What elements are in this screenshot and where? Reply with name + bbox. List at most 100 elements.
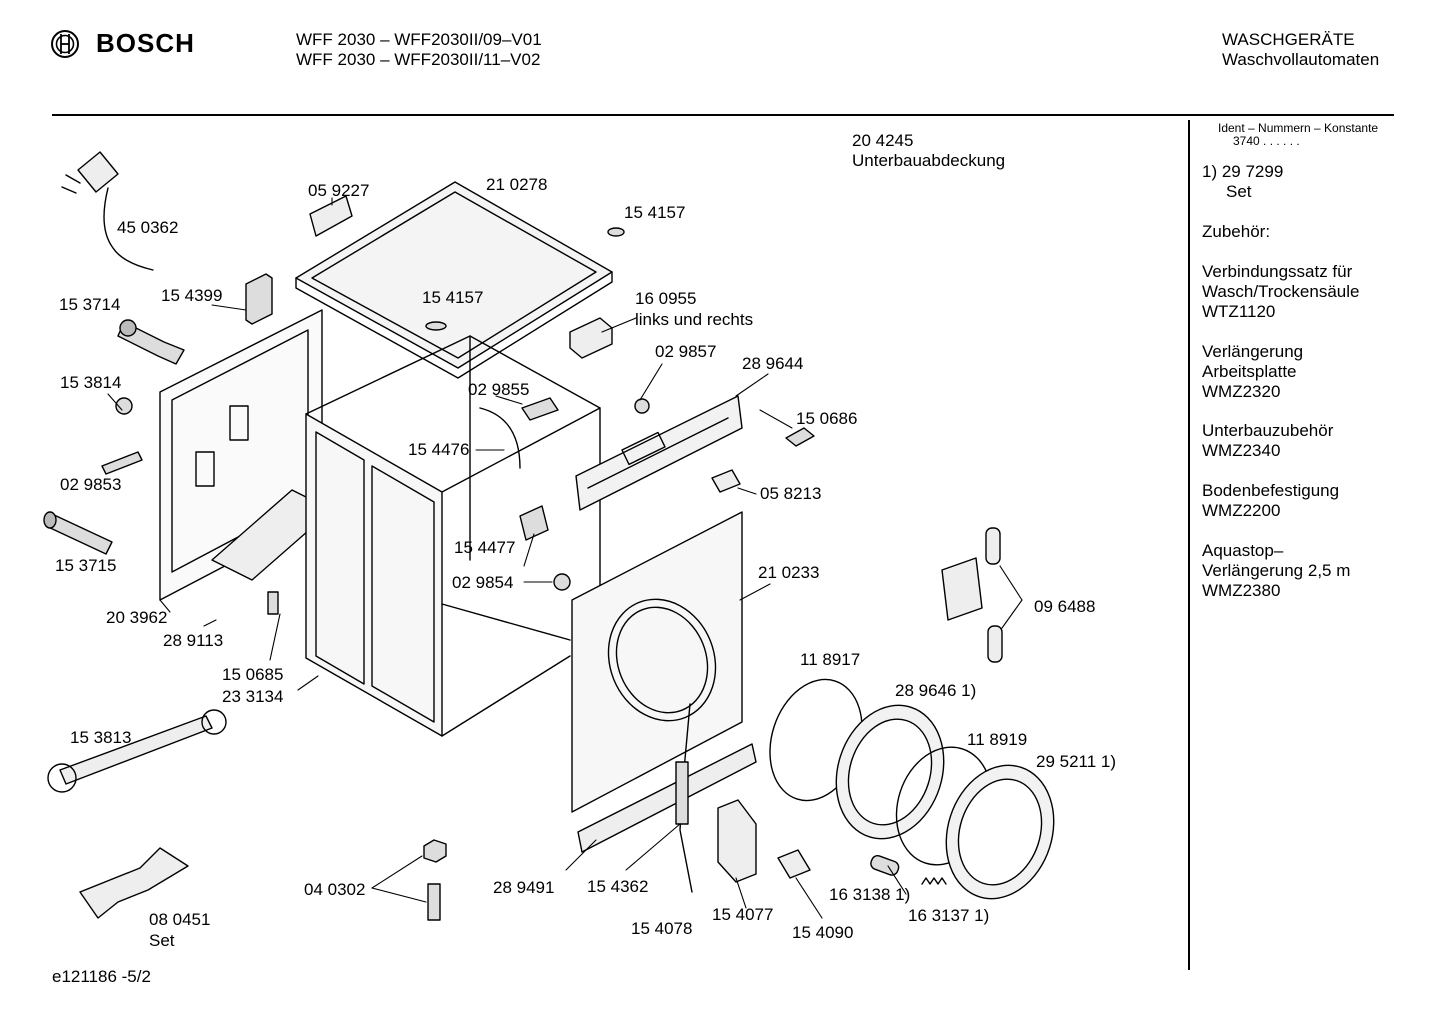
top-cover-icon xyxy=(296,182,612,378)
accessory-line: Aquastop– xyxy=(1202,541,1284,560)
part-label-059227: 05 9227 xyxy=(308,181,370,200)
set-reference: 1) 29 7299 Set xyxy=(1202,162,1283,202)
part-label-118919: 11 8919 xyxy=(967,730,1028,749)
sensor-icon xyxy=(268,592,278,614)
part-label-154078: 15 4078 xyxy=(631,919,693,938)
part-label-029853: 02 9853 xyxy=(60,475,122,494)
part-label-450362: 45 0362 xyxy=(117,218,179,237)
accessory-line: WTZ1120 xyxy=(1202,302,1276,321)
bracket-icon xyxy=(570,318,612,358)
bracket-icon xyxy=(522,398,558,420)
accessory-line: Verbindungssatz für xyxy=(1202,262,1353,281)
accessory-item: Verbindungssatz für Wasch/Trockensäule W… xyxy=(1202,262,1359,322)
accessory-line: Unterbauzubehör xyxy=(1202,421,1334,440)
model-line: WFF 2030 – WFF2030II/09–V01 xyxy=(296,30,542,49)
door-lock-icon xyxy=(718,800,756,882)
accessory-item: Verlängerung Arbeitsplatte WMZ2320 xyxy=(1202,342,1303,402)
front-panel-icon xyxy=(572,512,742,812)
brand-block: BOSCH xyxy=(50,28,195,59)
power-plug-icon xyxy=(62,152,153,270)
part-label-153813: 15 3813 xyxy=(70,728,132,747)
handle-icon xyxy=(712,470,740,492)
part-label-295211: 29 5211 1) xyxy=(1036,752,1117,771)
accessory-line: Verlängerung xyxy=(1202,342,1304,361)
accessory-line: Arbeitsplatte xyxy=(1202,362,1297,381)
part-label-153715: 15 3715 xyxy=(55,556,117,575)
part-label-029855: 02 9855 xyxy=(468,380,530,399)
part-label-154157: 15 4157 xyxy=(422,288,484,307)
fastener-icon xyxy=(554,574,570,590)
set-ref-number: 1) 29 7299 xyxy=(1202,162,1284,181)
accessory-line: WMZ2200 xyxy=(1202,501,1281,520)
part-label-154362: 15 4362 xyxy=(587,877,649,896)
part-label-096488: 09 6488 xyxy=(1034,597,1096,616)
inlet-valve-icon xyxy=(118,320,184,364)
model-block: WFF 2030 – WFF2030II/09–V01 WFF 2030 – W… xyxy=(296,30,542,70)
leader-lines xyxy=(108,198,1022,918)
part-label-040302: 04 0302 xyxy=(304,880,366,899)
clip-icon xyxy=(102,452,142,474)
accessories-heading: Zubehör: xyxy=(1202,222,1271,241)
rear-panel-icon xyxy=(576,396,742,510)
accessory-line: WMZ2380 xyxy=(1202,581,1281,600)
sidebar-divider xyxy=(1188,120,1190,970)
knob-icon xyxy=(116,398,132,414)
fastener-icon xyxy=(635,399,649,413)
ident-value: 3740 . . . . . . xyxy=(1233,134,1300,148)
door-frame-icon xyxy=(820,691,961,852)
part-label-289491: 28 9491 xyxy=(493,878,555,897)
wrench-icon xyxy=(48,710,226,792)
cabinet-icon xyxy=(306,336,600,736)
category: WASCHGERÄTE xyxy=(1222,30,1355,49)
spacer-icon xyxy=(942,528,1002,662)
part-label-150686: 15 0686 xyxy=(796,409,858,428)
handle-icon xyxy=(310,196,352,236)
accessory-line: Wasch/Trockensäule xyxy=(1202,282,1360,301)
ident-heading: Ident – Nummern – Konstante xyxy=(1218,121,1379,135)
accessory-line: WMZ2340 xyxy=(1202,441,1281,460)
part-label-210278: 21 0278 xyxy=(486,175,548,194)
accessory-line: Bodenbefestigung xyxy=(1202,481,1340,500)
brand-name: BOSCH xyxy=(96,28,195,58)
kick-plate-icon xyxy=(578,744,756,852)
accessory-line: Verlängerung 2,5 m xyxy=(1202,561,1351,580)
part-label-150685: 15 0685 xyxy=(222,665,284,684)
accessory-item: Bodenbefestigung WMZ2200 xyxy=(1202,481,1339,521)
spring-icon xyxy=(922,878,946,884)
part-label-289113: 28 9113 xyxy=(163,631,224,650)
part-label-154477: 15 4477 xyxy=(454,538,516,557)
part-label-154077: 15 4077 xyxy=(712,905,774,924)
header-divider xyxy=(52,114,1394,116)
part-desc-160955: links und rechts xyxy=(635,310,754,329)
bolt-icon xyxy=(424,840,446,920)
part-label-289646: 28 9646 1) xyxy=(895,681,977,700)
part-label-080451: 08 0451 xyxy=(149,910,211,929)
part-label-029857: 02 9857 xyxy=(655,342,717,361)
part-label-154090: 15 4090 xyxy=(792,923,854,942)
door-ring-icon xyxy=(930,751,1071,912)
part-label-153814: 15 3814 xyxy=(60,373,122,392)
clip-icon xyxy=(608,228,624,236)
switch-icon xyxy=(246,274,272,324)
part-label-153714: 15 3714 xyxy=(59,295,121,314)
part-label-163138: 16 3138 1) xyxy=(829,885,911,904)
cable-icon xyxy=(676,704,692,892)
model-line: WFF 2030 – WFF2030II/11–V02 xyxy=(296,50,541,69)
bracket-set-icon xyxy=(80,848,188,918)
part-label-289644: 28 9644 xyxy=(742,354,804,373)
part-label-118917: 11 8917 xyxy=(800,650,861,669)
accessory-line: WMZ2320 xyxy=(1202,382,1281,401)
part-label-204245: 20 4245 xyxy=(852,131,914,150)
drawing-id: e121186 -5/2 xyxy=(52,967,151,986)
category-block: WASCHGERÄTE Waschvollautomaten xyxy=(1222,30,1379,70)
pin-icon xyxy=(869,854,900,877)
part-desc-080451: Set xyxy=(149,931,175,950)
bracket-icon xyxy=(520,506,548,540)
bosch-logo-icon xyxy=(51,29,79,58)
part-label-058213: 05 8213 xyxy=(760,484,822,503)
subcategory: Waschvollautomaten xyxy=(1222,50,1380,69)
part-label-154157: 15 4157 xyxy=(624,203,686,222)
set-ref-label: Set xyxy=(1226,182,1252,201)
part-label-203962: 20 3962 xyxy=(106,608,168,627)
part-label-029854: 02 9854 xyxy=(452,573,514,592)
